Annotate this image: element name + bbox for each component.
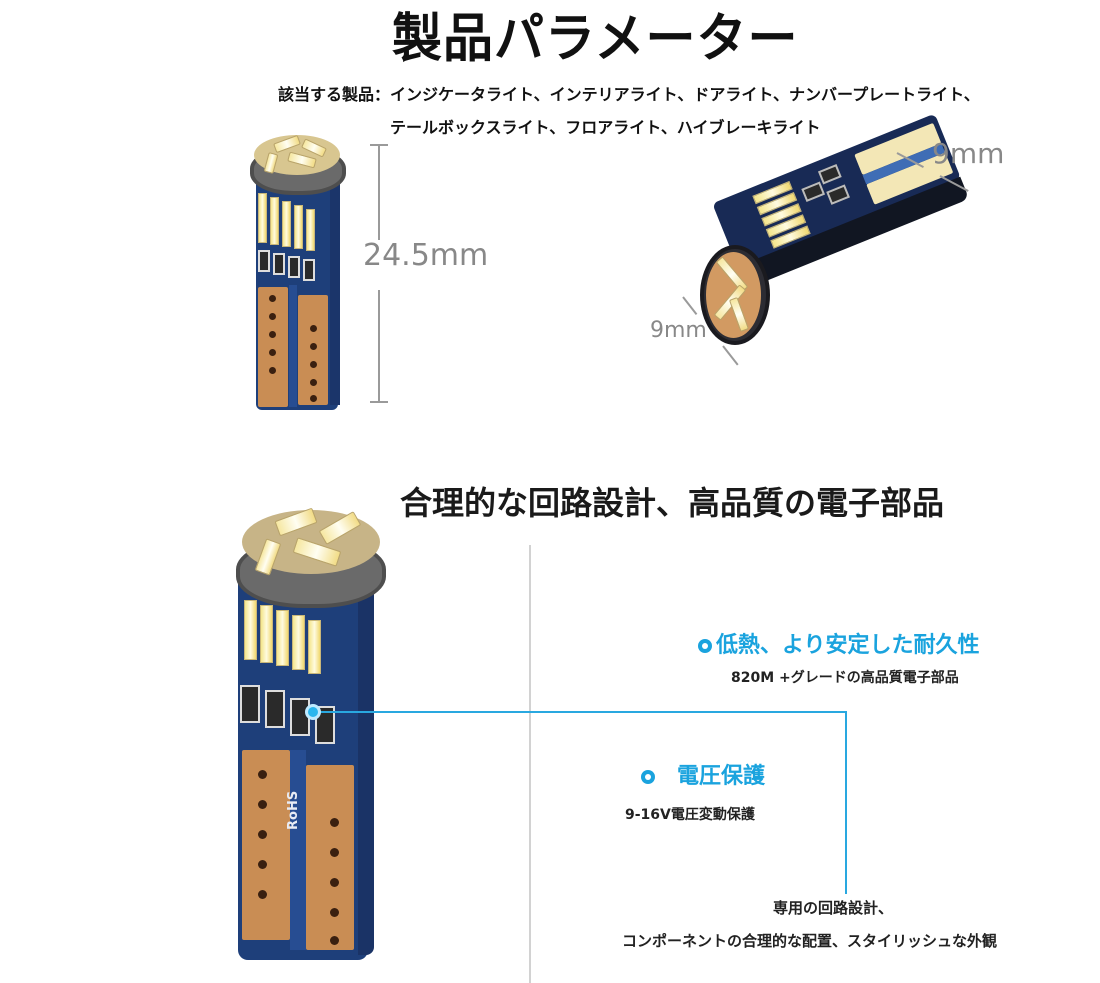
vertical-divider <box>529 545 531 983</box>
circle-bullet-icon <box>698 639 712 653</box>
bulb-image-angled <box>700 113 980 380</box>
dimension-tick-bottom <box>370 401 388 403</box>
feature-title-text: 低熱、より安定した耐久性 <box>716 633 980 658</box>
callout-line-vertical <box>845 711 847 894</box>
feature-title-text: 電圧保護 <box>677 764 766 789</box>
rohs-marking: RoHS <box>286 790 301 830</box>
dimension-line-side-a <box>682 296 698 315</box>
section-title-circuit-design: 合理的な回路設計、高品質の電子部品 <box>400 484 945 522</box>
applicable-products-line-1: 該当する製品：インジケータライト、インテリアライト、ドアライト、ナンバープレート… <box>278 85 980 104</box>
bulb-image-vertical <box>244 125 354 415</box>
dimension-diameter-label: 9mm <box>650 318 707 343</box>
dimension-width-label: 9mm <box>932 137 1005 170</box>
feature-voltage-protection-title: 電圧保護 <box>641 763 765 791</box>
footer-line-1: 専用の回路設計、 <box>773 899 894 917</box>
dimension-height-label: 24.5mm <box>363 238 489 273</box>
feature-voltage-protection-description: 9-16V電圧変動保護 <box>625 807 755 823</box>
applicable-products-line-2: テールボックスライト、フロアライト、ハイブレーキライト <box>390 118 821 137</box>
callout-line-horizontal <box>312 711 847 713</box>
feature-low-heat-title: 低熱、より安定した耐久性 <box>698 632 980 660</box>
footer-line-2: コンポーネントの合理的な配置、スタイリッシュな外観 <box>622 932 998 950</box>
dimension-line-height-bottom <box>378 290 380 402</box>
callout-anchor-dot-icon <box>305 704 321 720</box>
bulb-image-large: RoHS <box>230 500 390 970</box>
dimension-line-height-top <box>378 145 380 240</box>
feature-low-heat-description: 820M +グレードの高品質電子部品 <box>731 670 959 686</box>
dimension-tick-top <box>370 144 388 146</box>
circle-bullet-icon <box>641 770 655 784</box>
page-title: 製品パラメーター <box>392 7 799 69</box>
